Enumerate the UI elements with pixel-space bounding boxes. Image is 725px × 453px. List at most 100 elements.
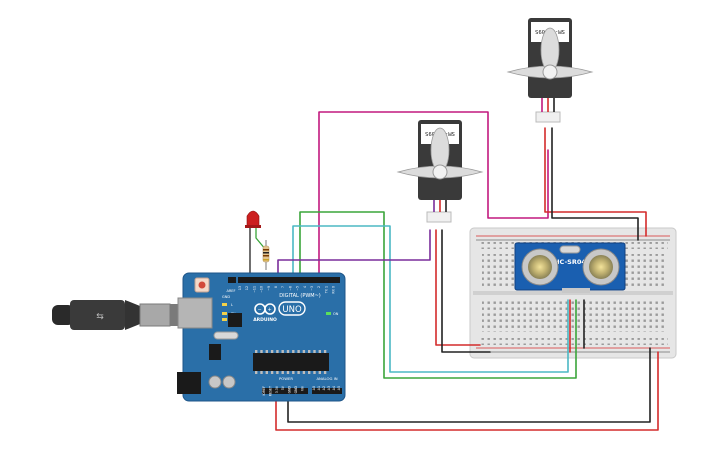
wire-servo2-power[interactable] bbox=[544, 127, 647, 237]
chip-pin bbox=[286, 371, 290, 374]
reset-button-cap bbox=[198, 281, 206, 289]
servo-1-shaft bbox=[432, 164, 448, 180]
chip-pin bbox=[323, 350, 327, 353]
power-pin-label: GND bbox=[288, 385, 292, 393]
digital-pin-label: ~6 bbox=[288, 286, 292, 291]
usb-strain-relief bbox=[125, 300, 140, 330]
usb-metal-shell bbox=[139, 303, 171, 327]
digital-pin-label: ~9 bbox=[267, 286, 271, 291]
servo-motor-2[interactable]: SM-S2309S bbox=[506, 18, 594, 123]
led-base bbox=[245, 225, 261, 228]
uno-label: UNO bbox=[282, 305, 302, 315]
digital-header-label: DIGITAL (PWM~) bbox=[279, 293, 321, 299]
usb-icon: ⇆ bbox=[96, 312, 104, 322]
l-led bbox=[222, 303, 227, 306]
wires bbox=[249, 111, 659, 431]
tx-led bbox=[222, 312, 227, 315]
capacitor-1 bbox=[208, 375, 222, 389]
wire-servo1-ground[interactable] bbox=[441, 229, 491, 353]
voltage-regulator bbox=[209, 344, 221, 360]
analog-pin-label: A0 bbox=[312, 386, 316, 390]
aref-label: AREF bbox=[226, 289, 235, 293]
wire-arduino-5v[interactable] bbox=[275, 351, 659, 431]
chip-pin bbox=[313, 350, 316, 353]
digital-pin-label: ~3 bbox=[310, 286, 314, 291]
resistor[interactable] bbox=[262, 240, 270, 270]
power-pin-label: GND bbox=[294, 385, 298, 393]
chip-pin bbox=[276, 350, 279, 353]
analog-pin-label: A2 bbox=[322, 386, 326, 390]
wire-arduino-gnd[interactable] bbox=[287, 347, 651, 423]
resistor-band-4 bbox=[263, 259, 269, 261]
sensor-transmitter-mesh bbox=[528, 255, 552, 279]
digital-pin-label: RX 0 bbox=[332, 286, 336, 293]
chip-pin bbox=[292, 350, 295, 353]
chip-pin bbox=[276, 371, 279, 374]
digital-pin-label: 7 bbox=[281, 286, 285, 288]
atmega-chip bbox=[253, 353, 329, 371]
ultrasonic-sensor[interactable]: HC-SR04 bbox=[514, 242, 626, 293]
power-header-label: POWER bbox=[279, 376, 293, 381]
resistor-band-3 bbox=[263, 255, 269, 257]
wire-teal[interactable] bbox=[292, 225, 569, 373]
wire-led-anode[interactable] bbox=[255, 227, 267, 251]
digital-header bbox=[238, 277, 340, 283]
resistor-band-1 bbox=[263, 249, 269, 251]
l-led-label: L bbox=[231, 303, 233, 307]
logo-plus-icon: + bbox=[268, 307, 272, 313]
sensor-receiver-mesh bbox=[589, 255, 613, 279]
chip-pin bbox=[255, 350, 258, 353]
power-jack bbox=[177, 372, 201, 394]
chip-pin bbox=[302, 371, 306, 374]
analog-pin-label: A1 bbox=[317, 386, 321, 390]
chip-pin bbox=[260, 371, 263, 374]
wire-magenta[interactable] bbox=[318, 111, 549, 276]
power-pin-label: 3.3V bbox=[275, 385, 279, 393]
servo-2-shaft bbox=[542, 64, 558, 80]
wire-purple[interactable] bbox=[277, 229, 431, 276]
led-dome bbox=[246, 210, 260, 227]
power-on-label: ON bbox=[333, 312, 339, 316]
digital-pin-label: ~5 bbox=[296, 286, 300, 291]
digital-pin-label: 12 bbox=[245, 286, 249, 290]
chip-pin bbox=[281, 371, 284, 374]
chip-pin bbox=[308, 371, 311, 374]
servo-1-connector bbox=[426, 211, 452, 223]
servo-motor-1[interactable]: SM-S2309S bbox=[396, 120, 484, 223]
chip-pin bbox=[265, 350, 268, 353]
capacitor-2 bbox=[222, 375, 236, 389]
digital-pin-label: 8 bbox=[274, 286, 278, 288]
usb-cable[interactable]: ⇆ bbox=[52, 300, 188, 330]
rail-bottom-holes bbox=[478, 338, 668, 345]
usb-jack bbox=[177, 297, 213, 329]
atmega-pins bbox=[255, 350, 327, 374]
wire-servo2-ground[interactable] bbox=[551, 127, 639, 241]
power-on-led bbox=[326, 312, 331, 315]
chip-pin bbox=[318, 371, 321, 374]
chip-pin bbox=[292, 371, 295, 374]
digital-pin-label: 4 bbox=[303, 286, 307, 288]
chip-pin bbox=[260, 350, 263, 353]
chip-pin bbox=[265, 371, 268, 374]
wire-green[interactable] bbox=[299, 211, 577, 379]
wire-servo1-power[interactable] bbox=[435, 229, 481, 346]
red-led[interactable] bbox=[245, 210, 261, 228]
power-header bbox=[262, 388, 308, 394]
sensor-label: HC-SR04 bbox=[554, 258, 586, 266]
usb-cable-body bbox=[70, 300, 125, 330]
servo-2-connector bbox=[535, 111, 561, 123]
chip-pin bbox=[270, 371, 274, 374]
arduino-logo: − + ARDUINO bbox=[253, 303, 277, 323]
resistor-band-2 bbox=[263, 252, 269, 254]
rx-led bbox=[222, 318, 227, 321]
sensor-pin-header bbox=[562, 288, 590, 293]
analog-pin-label: A5 bbox=[337, 386, 341, 390]
chip-pin bbox=[323, 371, 327, 374]
chip-pin bbox=[302, 350, 306, 353]
